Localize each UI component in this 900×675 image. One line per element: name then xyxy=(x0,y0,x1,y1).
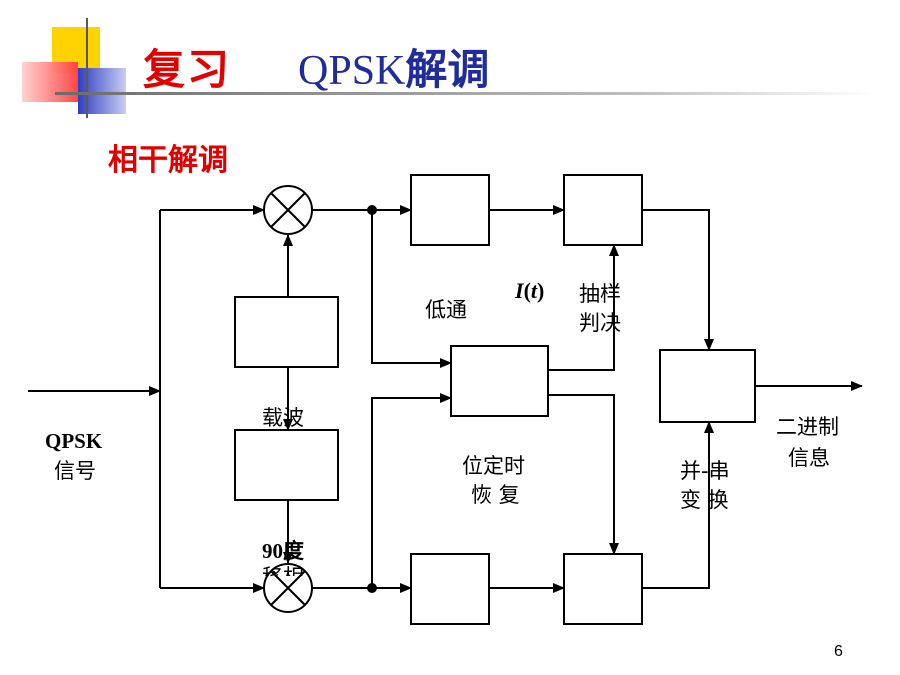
ps-label-1: 并-串 xyxy=(680,459,730,483)
ps-label-2: 变 换 xyxy=(680,488,729,512)
timing-to-bottom-sampler xyxy=(548,394,619,555)
output-label-1: 二进制 xyxy=(776,415,839,439)
top-to-timing xyxy=(371,210,452,368)
input-label-2: 信号 xyxy=(54,459,96,483)
it-close: ) xyxy=(537,278,545,303)
top-sampler-out xyxy=(642,209,714,351)
top-lowpass-box xyxy=(410,174,490,246)
timing-to-top-sampler xyxy=(548,244,619,371)
it-t: t xyxy=(530,278,538,303)
it-open: ( xyxy=(523,278,531,303)
top-junction-dot xyxy=(367,205,377,215)
title-demod: 解调 xyxy=(405,45,490,94)
timing-box xyxy=(450,345,549,417)
carrier-label: 载波 xyxy=(262,406,304,430)
bottom-to-timing xyxy=(371,393,452,588)
sampler-label-2: 判决 xyxy=(579,311,621,335)
title-qpsk-demod: QPSK解调 xyxy=(298,36,489,97)
lowpass-label: 低通 xyxy=(425,298,467,322)
bottom-sampler-box xyxy=(563,553,643,625)
input-label-1: QPSK xyxy=(45,429,103,453)
corner-decoration xyxy=(22,18,875,118)
sampler-label-1: 抽样 xyxy=(579,282,621,306)
subtitle: 相干解调 xyxy=(108,143,228,178)
top-sampler-box xyxy=(563,174,643,246)
it-symbol: I xyxy=(515,278,524,303)
deco-red-square xyxy=(22,62,78,102)
timing-label-2: 恢 复 xyxy=(471,483,520,507)
title-qpsk: QPSK xyxy=(298,48,406,94)
title-underline xyxy=(55,92,875,95)
carrier-box xyxy=(234,296,339,368)
deg90-label: 90度 xyxy=(262,537,304,565)
it-label: I(t) xyxy=(515,277,544,305)
title-review: 复习 xyxy=(143,45,232,94)
bottom-junction-dot xyxy=(367,583,377,593)
page-number: 6 xyxy=(834,643,843,660)
output-label-2: 信息 xyxy=(788,446,830,470)
ps-box xyxy=(659,349,756,423)
timing-label-1: 位定时 xyxy=(462,454,525,478)
top-mixer xyxy=(263,185,313,235)
shift-label: 移相 xyxy=(262,563,304,576)
bottom-lowpass-box xyxy=(410,553,490,625)
phase-shift-box xyxy=(234,429,339,501)
deg90-text: 90度 xyxy=(262,539,304,563)
bottom-sampler-out xyxy=(642,421,714,589)
